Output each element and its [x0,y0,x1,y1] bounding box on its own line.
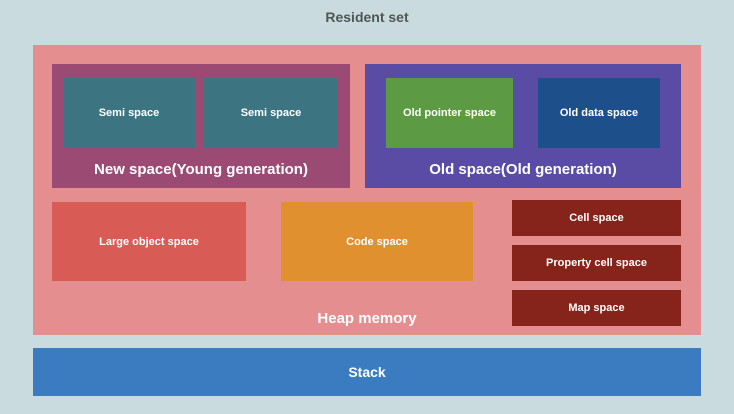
map-space-box: Map space [512,290,681,326]
stack-label: Stack [348,364,386,380]
new-space-region: Semi space Semi space New space(Young ge… [52,64,350,188]
semi-space-box-1: Semi space [63,78,195,148]
old-data-space-box: Old data space [538,78,660,148]
cell-space-box: Cell space [512,200,681,236]
property-cell-space-box: Property cell space [512,245,681,281]
stack-region: Stack [33,348,701,396]
code-space-box: Code space [281,202,473,281]
heap-memory-label: Heap memory [317,310,417,327]
large-object-space-box: Large object space [52,202,246,281]
resident-set-title: Resident set [325,9,409,25]
new-space-label: New space(Young generation) [94,161,308,178]
old-pointer-space-box: Old pointer space [386,78,513,148]
old-space-label: Old space(Old generation) [429,161,617,178]
heap-memory-region: Semi space Semi space New space(Young ge… [33,45,701,335]
semi-space-box-2: Semi space [204,78,338,148]
old-space-region: Old pointer space Old data space Old spa… [365,64,681,188]
